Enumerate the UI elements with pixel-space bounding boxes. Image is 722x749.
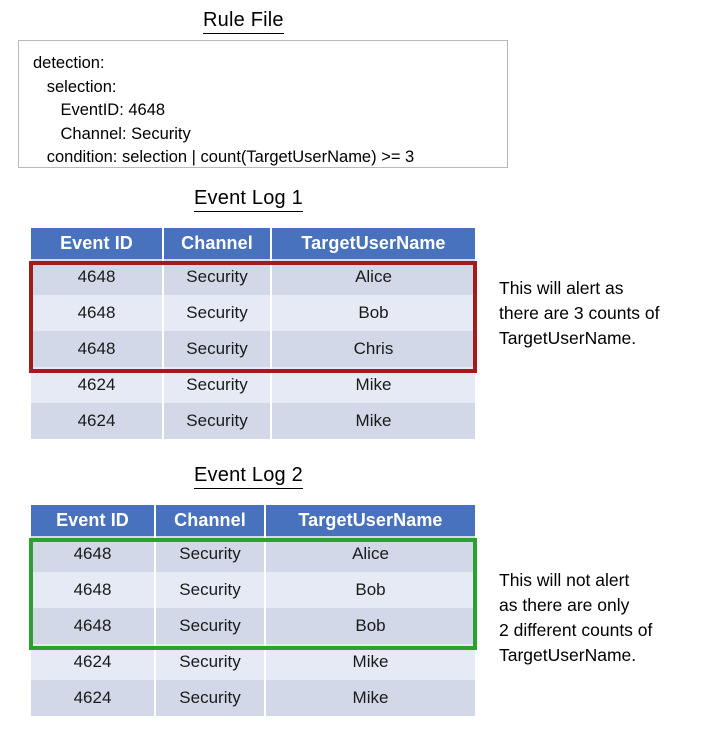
cell-event-id: 4648 [31,259,164,295]
cell-channel: Security [154,644,266,680]
cell-channel: Security [162,259,272,295]
cell-channel: Security [154,536,266,572]
cell-channel: Security [154,572,266,608]
table-header-row: Event ID Channel TargetUserName [31,505,475,536]
table-row: 4624 Security Mike [31,680,475,716]
cell-event-id: 4648 [31,331,164,367]
cell-user: Bob [264,572,475,608]
cell-user: Chris [270,331,475,367]
column-header-event-id: Event ID [31,505,156,536]
event-log-1-table: Event ID Channel TargetUserName 4648 Sec… [31,228,475,439]
cell-event-id: 4624 [31,367,164,403]
cell-event-id: 4648 [31,572,156,608]
cell-event-id: 4624 [31,680,156,716]
rule-file-code: detection: selection: EventID: 4648 Chan… [33,54,415,166]
cell-user: Mike [270,367,475,403]
event-log-1-note: This will alert as there are 3 counts of… [499,278,660,348]
cell-user: Mike [264,644,475,680]
cell-user: Bob [270,295,475,331]
cell-channel: Security [162,331,272,367]
column-header-targetuser: TargetUserName [264,505,475,536]
cell-event-id: 4624 [31,403,164,439]
cell-event-id: 4648 [31,536,156,572]
table-row: 4648 Security Bob [31,295,475,331]
table-row: 4648 Security Chris [31,331,475,367]
cell-user: Bob [264,608,475,644]
column-header-channel: Channel [154,505,266,536]
table-row: 4648 Security Bob [31,608,475,644]
rule-file-box: detection: selection: EventID: 4648 Chan… [18,40,508,168]
table-row: 4648 Security Alice [31,259,475,295]
cell-channel: Security [154,608,266,644]
cell-user: Alice [264,536,475,572]
cell-event-id: 4624 [31,644,156,680]
cell-channel: Security [162,367,272,403]
cell-event-id: 4648 [31,295,164,331]
column-header-channel: Channel [162,228,272,259]
table-row: 4624 Security Mike [31,644,475,680]
cell-user: Mike [264,680,475,716]
rule-file-title: Rule File [203,10,284,34]
event-log-2-table: Event ID Channel TargetUserName 4648 Sec… [31,505,475,716]
cell-channel: Security [154,680,266,716]
cell-channel: Security [162,403,272,439]
event-log-2-note: This will not alert as there are only 2 … [499,570,653,665]
cell-channel: Security [162,295,272,331]
event-log-1-title: Event Log 1 [194,188,303,212]
column-header-event-id: Event ID [31,228,164,259]
event-log-2-title: Event Log 2 [194,465,303,489]
table-row: 4624 Security Mike [31,367,475,403]
cell-user: Mike [270,403,475,439]
column-header-targetuser: TargetUserName [270,228,475,259]
cell-user: Alice [270,259,475,295]
table-header-row: Event ID Channel TargetUserName [31,228,475,259]
table-row: 4648 Security Bob [31,572,475,608]
table-row: 4648 Security Alice [31,536,475,572]
table-row: 4624 Security Mike [31,403,475,439]
cell-event-id: 4648 [31,608,156,644]
